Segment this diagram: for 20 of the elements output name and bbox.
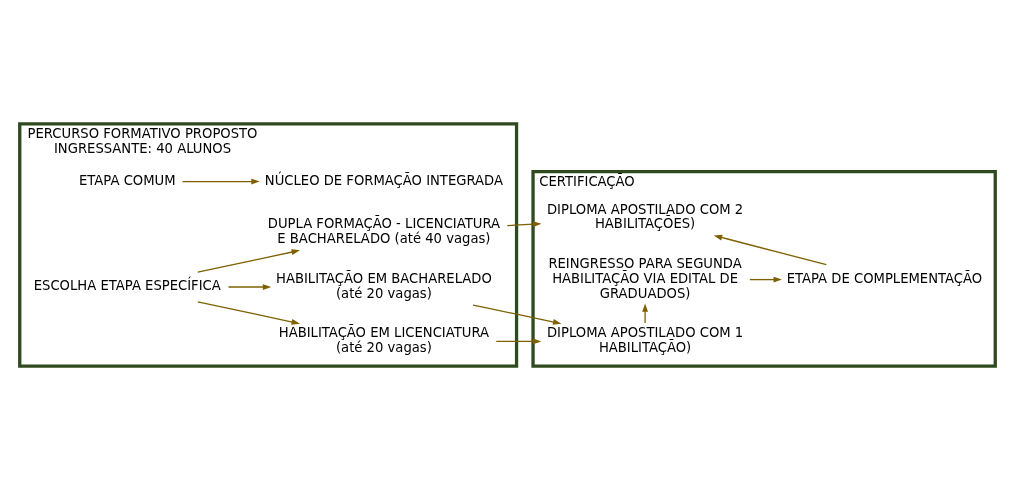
node-text: ETAPA DE COMPLEMENTAÇÃO xyxy=(786,270,983,286)
node-text: HABILITAÇÃO EM BACHARELADO (até 20 vagas) xyxy=(275,270,492,301)
node-text: DUPLA FORMAÇÃO - LICENCIATURA E BACHARELADO (até 40 vagas) xyxy=(267,215,501,246)
arrow xyxy=(197,300,300,325)
arrow xyxy=(197,248,300,273)
node-text: DIPLOMA APOSTILADO COM 2 HABILITAÇÕES) xyxy=(546,201,744,231)
node-text: ESCOLHA ETAPA ESPECÍFICA xyxy=(33,277,221,293)
node-text: DIPLOMA APOSTILADO COM 1 HABILITAÇÃO) xyxy=(546,324,744,355)
arrow xyxy=(472,304,562,325)
arrow xyxy=(181,178,260,184)
node-text: NÚCLEO DE FORMAÇÃO INTEGRADA xyxy=(264,172,504,188)
arrow xyxy=(506,220,542,227)
arrow xyxy=(227,283,272,290)
node-text: HABILITAÇÃO EM LICENCIATURA (até 20 vagas) xyxy=(278,324,490,355)
arrow xyxy=(495,337,542,344)
arrow xyxy=(749,276,782,283)
node-text: REINGRESSO PARA SEGUNDA HABILITAÇÃO VIA EDITAL DE GRADUADOS) xyxy=(548,255,742,301)
node-text: ETAPA COMUM xyxy=(78,172,176,188)
arrow xyxy=(642,302,649,324)
arrow xyxy=(713,234,827,265)
